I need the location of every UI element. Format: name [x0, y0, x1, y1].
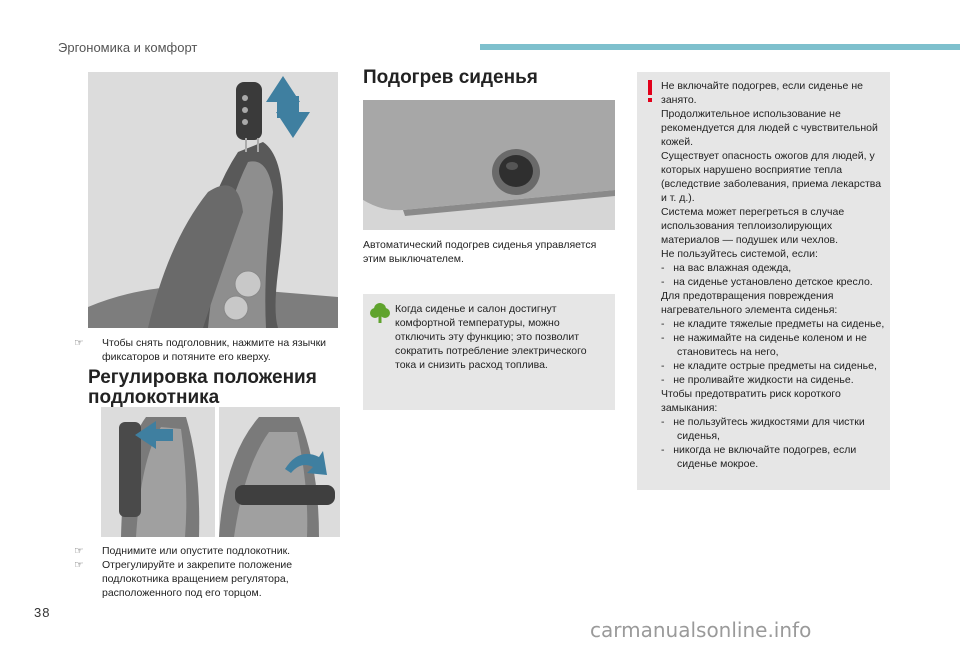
armrest-figure-left	[101, 407, 215, 537]
heating-switch-figure	[363, 100, 615, 230]
watermark: carmanualsonline.info	[590, 618, 812, 642]
eco-tip-text: Когда сиденье и салон достигнут комфортн…	[395, 303, 587, 371]
section-header: Эргономика и комфорт	[58, 40, 198, 55]
headrest-figure	[88, 72, 338, 328]
pointer-icon: ☞	[74, 545, 84, 557]
list-item: - не нажимайте на сиденье коленом и не с…	[661, 332, 867, 358]
warning-exclamation-icon	[648, 80, 652, 102]
heating-caption: Автоматический подогрев сиденья управляе…	[363, 239, 597, 265]
list-item: - на вас влажная одежда,	[661, 262, 792, 274]
list-item: - не проливайте жидкости на сиденье.	[661, 374, 854, 386]
list-item: - на сиденье установлено детское кресло.	[661, 276, 873, 288]
pointer-icon: ☞	[74, 337, 84, 349]
list-item: - не кладите тяжелые предметы на сиденье…	[661, 318, 885, 330]
warning-box: Не включайте подогрев, если сиденье не з…	[637, 72, 890, 490]
header-accent-bar	[480, 44, 960, 50]
list-item: ☞Отрегулируйте и закрепите положение под…	[74, 559, 293, 599]
pointer-icon: ☞	[74, 559, 84, 571]
page-number: 38	[34, 605, 51, 620]
list-item: ☞Поднимите или опустите подлокотник.	[74, 545, 291, 557]
list-item: - не кладите острые предметы на сиденье,	[661, 360, 877, 372]
warning-text: Не включайте подогрев, если сиденье не з…	[661, 79, 889, 471]
armrest-instructions: ☞Поднимите или опустите подлокотник. ☞От…	[74, 544, 343, 600]
headrest-instruction: ☞Чтобы снять подголовник, нажмите на язы…	[74, 337, 327, 363]
eco-tree-icon	[370, 303, 390, 323]
heating-title: Подогрев сиденья	[363, 67, 538, 88]
list-item: - никогда не включайте подогрев, если си…	[661, 444, 857, 470]
armrest-figure-right	[219, 407, 340, 537]
list-item: - не пользуйтесь жидкостями для чистки с…	[661, 416, 865, 442]
eco-tip-box: Когда сиденье и салон достигнут комфортн…	[363, 294, 615, 410]
